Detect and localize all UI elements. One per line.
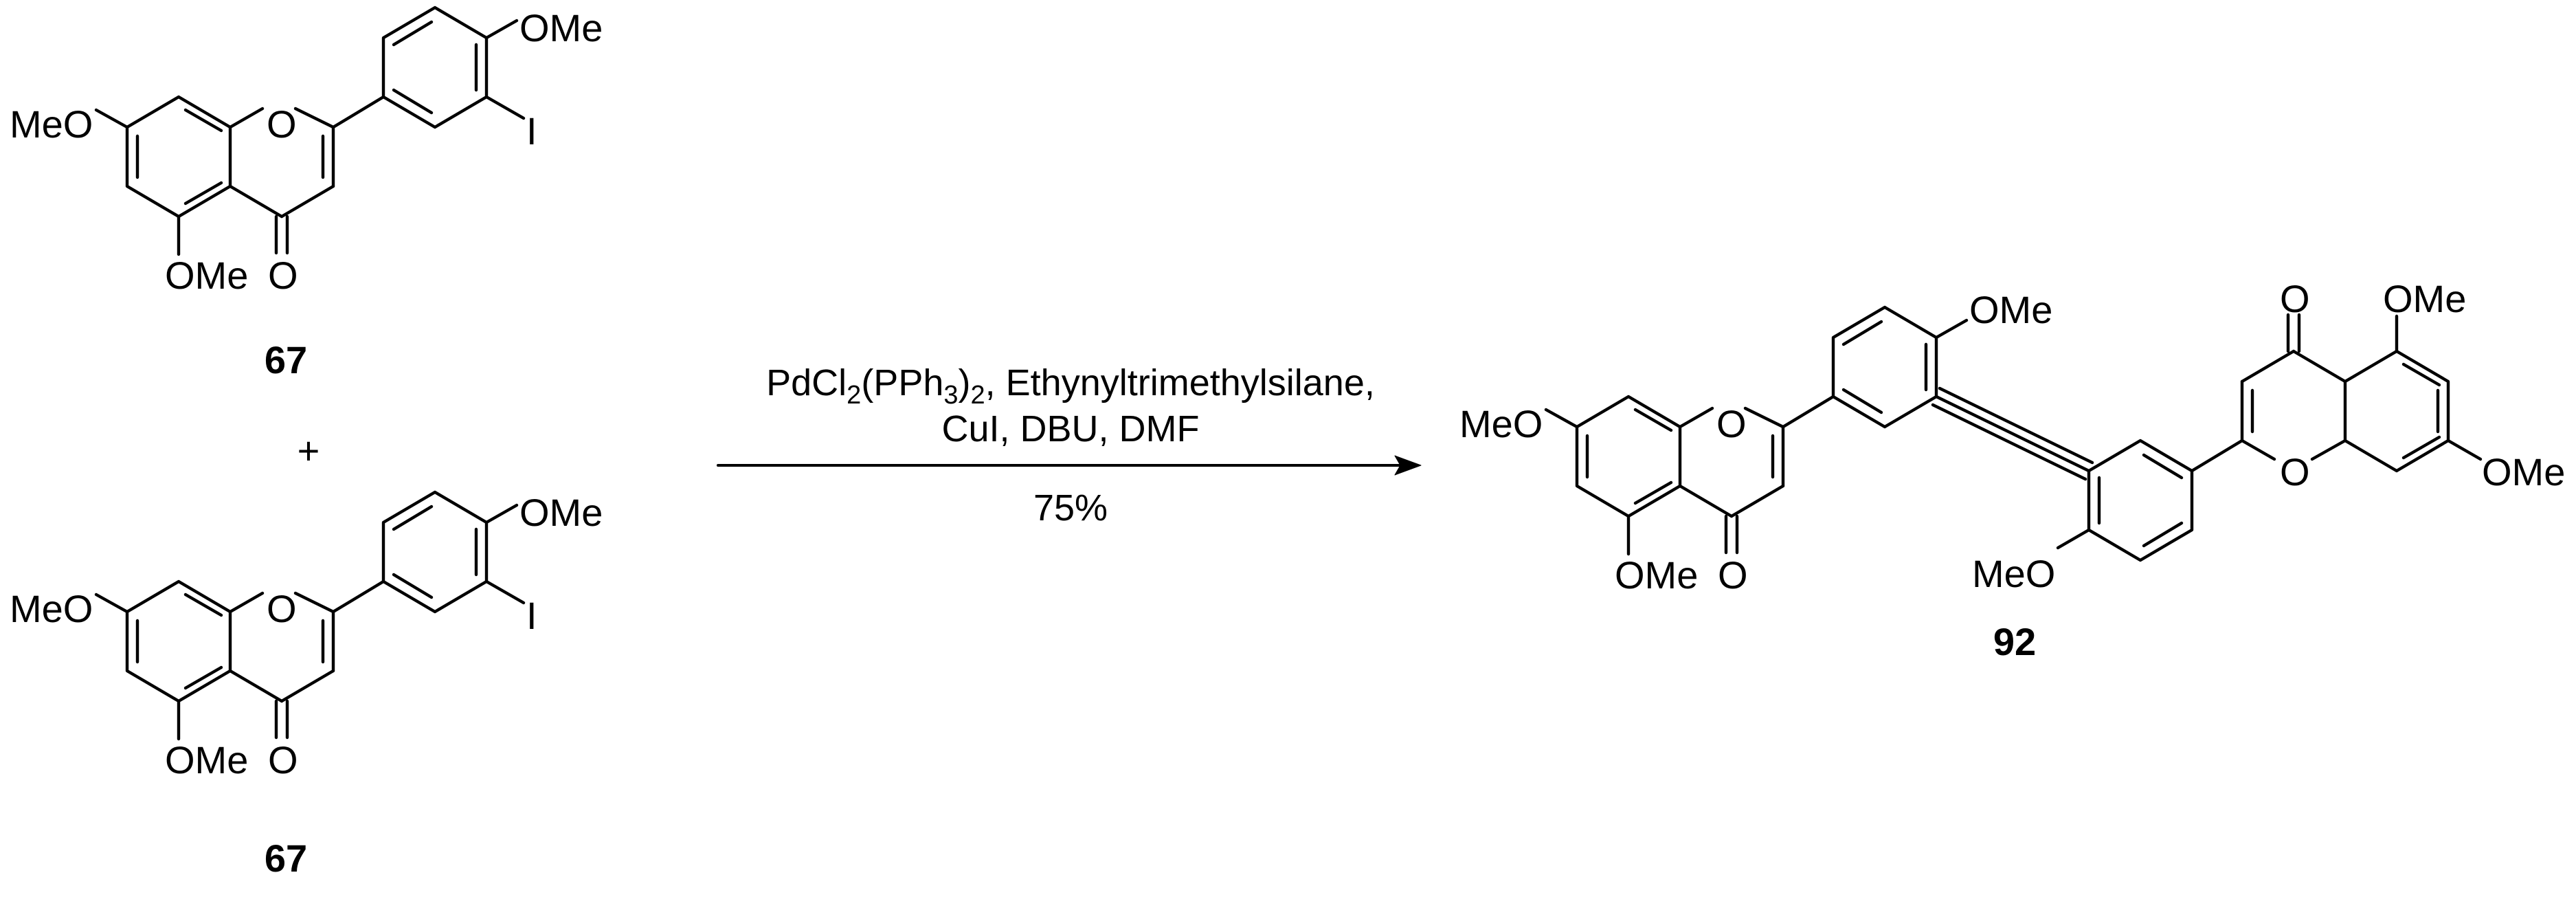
conditions-line-2: CuI, DBU, DMF (941, 408, 1199, 450)
ring-oxygen: O (267, 587, 297, 630)
product: O O MeO OMe OMe MeO O OMe O OMe (1459, 277, 2565, 597)
reaction-yield: 75% (1033, 487, 1108, 529)
ring-oxygen-left: O (1716, 402, 1747, 445)
plus-sign: + (298, 429, 320, 472)
reaction-arrow (717, 455, 1422, 476)
methoxy-top: OMe (519, 491, 603, 534)
carbonyl-oxygen-right: O (2280, 277, 2310, 320)
methoxy-bottom: OMe (165, 254, 248, 297)
methoxy-bottom: OMe (165, 738, 248, 782)
methoxy-mid-top: OMe (1969, 288, 2052, 331)
iodo-substituent: I (526, 109, 537, 153)
reactant-top: O O MeO OMe OMe I (10, 6, 603, 297)
methoxy-bottom-left: OMe (1615, 553, 1698, 597)
methoxy-right: OMe (2482, 450, 2565, 494)
methoxy-top-right: OMe (2383, 277, 2466, 320)
conditions-line-1: PdCl2(PPh3)2, Ethynyltrimethylsilane, (766, 362, 1375, 410)
methoxy-left: MeO (10, 102, 93, 146)
iodo-substituent: I (526, 594, 537, 637)
compound-label-top: 67 (265, 338, 307, 381)
methoxy-top: OMe (519, 6, 603, 49)
methoxy-left: MeO (1459, 402, 1543, 445)
methoxy-left: MeO (10, 587, 93, 630)
compound-label-product: 92 (1993, 620, 2036, 663)
carbonyl-oxygen: O (268, 254, 298, 297)
carbonyl-oxygen: O (268, 738, 298, 782)
carbonyl-oxygen-left: O (1718, 553, 1748, 597)
compound-label-bottom: 67 (265, 837, 307, 880)
ring-oxygen: O (267, 102, 297, 146)
reactant-bottom: O O MeO OMe OMe I (10, 491, 603, 782)
ring-oxygen-right: O (2280, 450, 2310, 494)
methoxy-mid-bottom: MeO (1972, 552, 2055, 595)
